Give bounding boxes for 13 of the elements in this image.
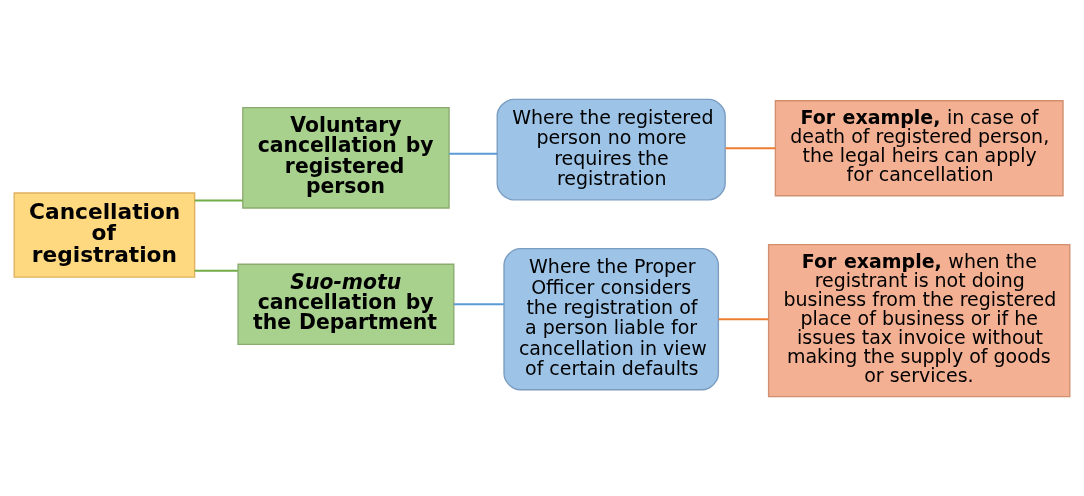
connector xyxy=(194,199,243,202)
node-box: Where the Proper Officer considers the registration of a person liable for cancellation in view of certain defaults xyxy=(503,248,720,391)
node-box: For example, in case of death of registered person, the legal heirs can apply for cancellation xyxy=(774,100,1064,197)
node-box: Suo-motu cancellation by the Department xyxy=(237,263,455,345)
node-box: Voluntary cancellation by registered person xyxy=(242,106,450,209)
node-box: Cancellation of registration xyxy=(13,192,196,278)
node-box: Where the registered person no more requires the registration xyxy=(496,98,726,201)
node-box: For example, when the registrant is not doing business from the registered place of business or if he issues tax invoice without making the supply of goods or services. xyxy=(767,243,1071,398)
connector xyxy=(194,269,238,272)
connector xyxy=(449,152,498,155)
connector xyxy=(725,147,776,150)
connector xyxy=(453,303,504,306)
connector xyxy=(718,318,769,321)
